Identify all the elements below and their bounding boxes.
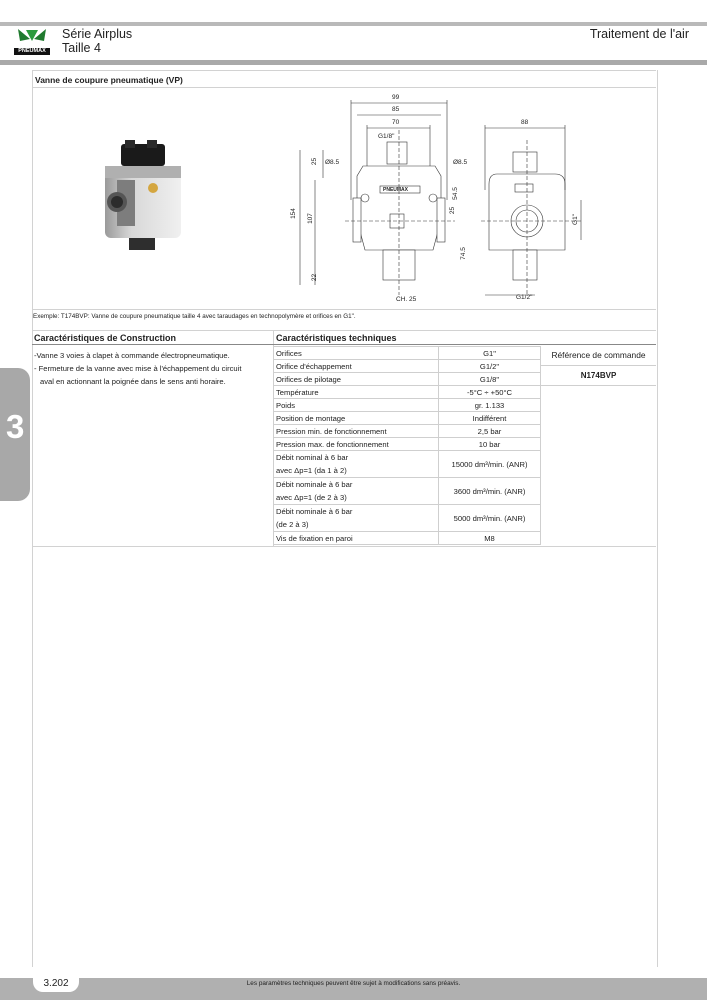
label-d85-left: Ø8.5 — [325, 159, 340, 166]
dim-88: 88 — [521, 119, 529, 126]
dim-107: 107 — [306, 213, 314, 224]
page-number: 3.202 — [33, 976, 79, 992]
order-reference-title: Référence de commande — [541, 346, 656, 366]
label-ch25: CH. 25 — [396, 296, 417, 303]
order-reference: Référence de commande N174BVP — [541, 346, 656, 386]
logo-text: PNEUMAX — [18, 48, 46, 54]
divider — [32, 309, 656, 310]
order-code: N174BVP — [541, 366, 656, 386]
divider — [32, 546, 656, 547]
dim-99: 99 — [392, 94, 400, 101]
domain-title: Traitement de l'air — [589, 27, 689, 41]
table-row: Température-5°C ÷ +50°C — [273, 385, 541, 399]
series-name: Série Airplus — [62, 27, 133, 41]
construction-title: Caractéristiques de Construction — [34, 333, 177, 343]
example-caption: Exemple: T174BVP: Vanne de coupure pneum… — [33, 313, 356, 320]
dim-154: 154 — [289, 208, 297, 219]
underline — [273, 344, 656, 345]
pneumax-logo: PNEUMAX — [12, 27, 52, 57]
label-g1: G1" — [571, 214, 579, 225]
dim-25-top: 25 — [311, 157, 319, 166]
label-g12: G1/2" — [516, 294, 533, 301]
construction-line: aval en actionnant la poignée dans le se… — [40, 377, 226, 386]
construction-line: -Vanne 3 voies à clapet à commande élect… — [34, 351, 230, 360]
technical-title: Caractéristiques techniques — [276, 333, 397, 343]
divider — [32, 330, 656, 331]
footer-bar — [0, 978, 707, 1000]
brand-plate: PNEUMAX — [383, 187, 409, 193]
dim-g18: G1/8" — [378, 133, 395, 140]
section-title: Vanne de coupure pneumatique (VP) — [32, 70, 656, 88]
content-frame — [32, 70, 658, 967]
series-title: Série Airplus Taille 4 — [62, 27, 132, 55]
header-bottom-rule — [0, 60, 707, 65]
construction-text: -Vanne 3 voies à clapet à commande élect… — [34, 349, 274, 388]
underline — [32, 344, 274, 345]
chapter-number: 3 — [6, 408, 25, 445]
dim-545: 54.5 — [451, 187, 459, 200]
dim-22: 22 — [311, 273, 319, 282]
dimension-drawing: 99 85 70 G1/8" 88 154 107 25 22 54.5 25 … — [285, 90, 585, 305]
product-photo — [95, 140, 190, 255]
footer-note: Les paramètres techniques peuvent être s… — [246, 980, 461, 987]
dim-70: 70 — [392, 119, 400, 126]
dim-85: 85 — [392, 106, 400, 113]
construction-line: - Fermeture de la vanne avec mise à l'éc… — [34, 364, 242, 373]
header-top-rule — [0, 22, 707, 26]
chapter-tab: 3 — [0, 368, 30, 501]
label-d85-right: Ø8.5 — [453, 159, 468, 166]
table-row: Débit nominale à 6 bar(de 2 à 3)5000 dm³… — [273, 504, 541, 532]
dim-25-mid: 25 — [449, 206, 457, 215]
dim-745: 74.5 — [459, 247, 467, 260]
series-size: Taille 4 — [62, 41, 101, 55]
